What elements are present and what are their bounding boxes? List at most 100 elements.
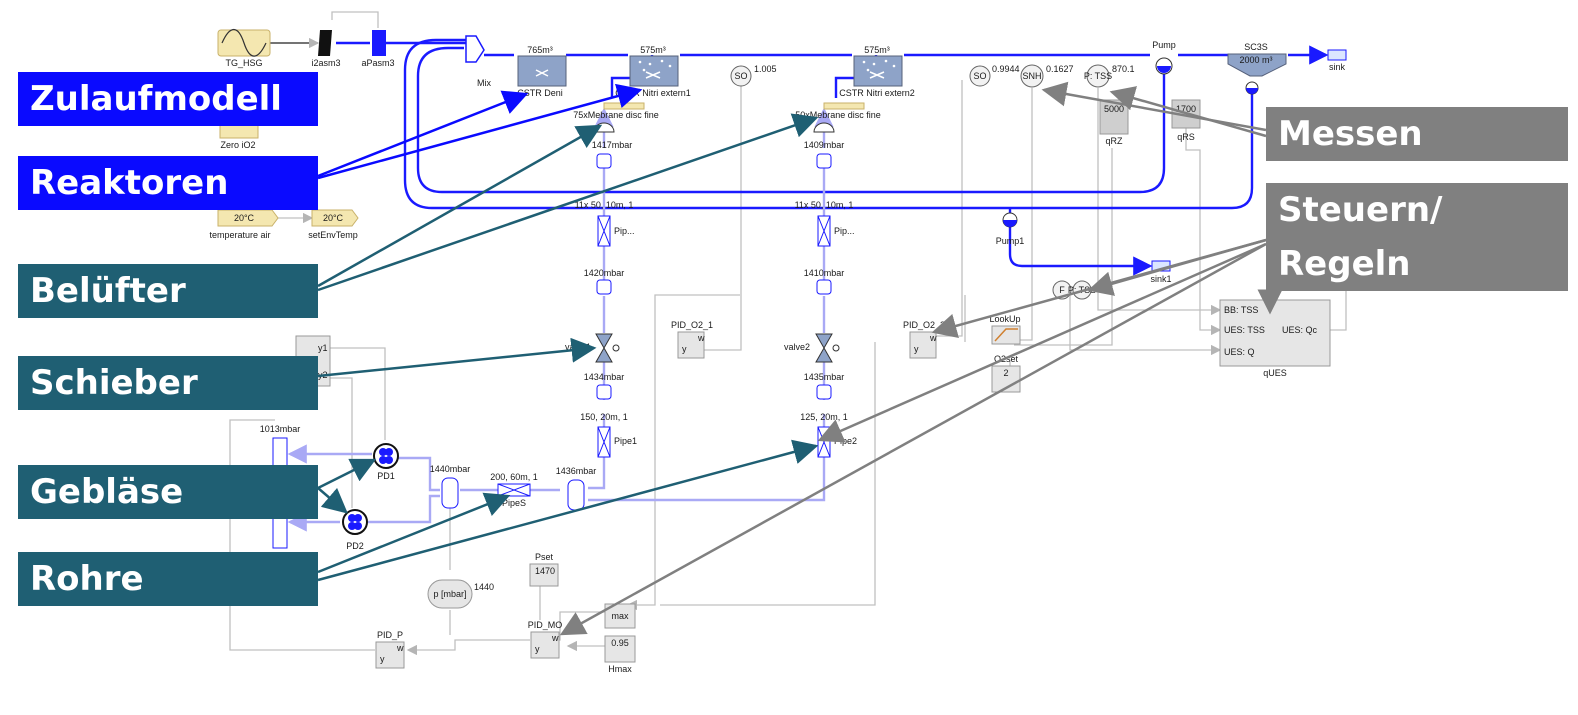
qrz-label: qRZ xyxy=(1105,136,1123,146)
pressure-1440: 1440mbar xyxy=(430,464,471,474)
pipe1-label: Pipe1 xyxy=(614,436,637,446)
pressure-1409: 1409mbar xyxy=(804,140,845,150)
pressure-1417: 1417mbar xyxy=(592,140,633,150)
pressure-sensor-label: p [mbar] xyxy=(433,589,466,599)
pid-o2-1-controller[interactable]: PID_O2_1 w y xyxy=(671,320,713,359)
so-sensor-1-value: 1.005 xyxy=(754,64,777,74)
valve2[interactable] xyxy=(815,333,840,363)
collector-1436[interactable]: 1436mbar xyxy=(556,466,597,511)
so-sensor-2-label: SO xyxy=(973,71,986,81)
tss-sensor[interactable]: P: TSS 870.1 xyxy=(1084,64,1135,88)
pump1-label: Pump1 xyxy=(996,236,1025,246)
pump-block[interactable]: Pump xyxy=(1152,40,1176,75)
set-env-temp-value: 20°C xyxy=(323,213,344,223)
pressure-sensor[interactable]: p [mbar] 1440 xyxy=(427,579,494,609)
ques-label: qUES xyxy=(1263,368,1287,378)
pd1-label: PD1 xyxy=(377,471,395,481)
pid-o2-2-label: PID_O2_2 xyxy=(903,320,945,330)
tss-sensor-label: P: TSS xyxy=(1084,71,1112,81)
lookup-label: LookUp xyxy=(989,314,1020,324)
flow-sensor-label: F xyxy=(1059,285,1065,295)
temperature-air-label: temperature air xyxy=(209,230,270,240)
temperature-air-block[interactable]: 20°C temperature air xyxy=(209,209,279,240)
membrane-diffuser-2[interactable]: 50xMebrane disc fine xyxy=(795,102,881,133)
qrs-label: qRS xyxy=(1177,132,1195,142)
ques-block[interactable]: BB: TSS UES: TSS UES: Qc UES: Q qUES xyxy=(1219,299,1331,378)
pressure-1434: 1434mbar xyxy=(584,372,625,382)
aeration-line-1: 1417mbar 11x 50, 10m, 1 Pip... 1420mbar … xyxy=(565,140,637,458)
so-sensor-2[interactable]: SO 0.9944 xyxy=(969,64,1020,87)
pd2-blower[interactable]: PD2 xyxy=(342,509,368,551)
qrz-value: 5000 xyxy=(1104,104,1124,114)
pipe-a-label: Pip... xyxy=(614,226,635,236)
membrane-1-label: 75xMebrane disc fine xyxy=(573,110,659,120)
pid-mo-y: y xyxy=(535,644,540,654)
lookup-block[interactable]: LookUp xyxy=(989,314,1021,345)
tg-hsg-block[interactable]: TG_HSG xyxy=(217,28,271,69)
pipe2-block[interactable] xyxy=(817,426,831,458)
hmax-value: 0.95 xyxy=(611,638,629,648)
so-sensor-1-label: SO xyxy=(734,71,747,81)
cstr-nitri-1-volume: 575m³ xyxy=(640,45,666,55)
tss-sensor-value: 870.1 xyxy=(1112,64,1135,74)
pipe-b-block[interactable] xyxy=(817,215,831,247)
i2asm3-block[interactable]: i2asm3 xyxy=(311,30,341,68)
qrs-block[interactable]: 1700 qRS xyxy=(1171,99,1201,142)
valve1[interactable] xyxy=(595,333,620,363)
pipe-b-spec: 11x 50, 10m, 1 xyxy=(795,200,854,210)
pipe-b-label: Pip... xyxy=(834,226,855,236)
pid-p-controller[interactable]: PID_P w y xyxy=(375,630,405,669)
cstr-deni-label: CSTR Deni xyxy=(517,88,563,98)
pset-label: Pset xyxy=(535,552,554,562)
so-sensor-1[interactable]: SO 1.005 xyxy=(730,64,777,87)
pid-o2-2-w: w xyxy=(929,333,937,343)
pressure-1013: 1013mbar xyxy=(260,424,301,434)
so-sensor-2-value: 0.9944 xyxy=(992,64,1020,74)
hmax-block[interactable]: 0.95 Hmax xyxy=(604,635,636,674)
y1-label: y1 xyxy=(318,343,328,353)
o2set-block[interactable]: O2set 2 xyxy=(991,354,1021,393)
mix-label: Mix xyxy=(477,78,491,88)
callout-arrows xyxy=(317,81,1283,636)
ques-ues-qc: UES: Qc xyxy=(1282,325,1318,335)
zero-io2-label: Zero iO2 xyxy=(220,140,255,150)
pid-o2-2-controller[interactable]: PID_O2_2 w y xyxy=(903,320,945,359)
cstr-nitri-2-volume: 575m³ xyxy=(864,45,890,55)
collector-1440[interactable]: 1440mbar xyxy=(430,464,471,509)
pipe-a-block[interactable] xyxy=(597,215,611,247)
apasm3-label: aPasm3 xyxy=(361,58,394,68)
max-block[interactable]: max xyxy=(604,603,636,629)
pid-mo-controller[interactable]: PID_MO w y xyxy=(528,620,563,659)
pressure-1420: 1420mbar xyxy=(584,268,625,278)
sc3s-label: SC3S xyxy=(1244,42,1268,52)
pressure-1436: 1436mbar xyxy=(556,466,597,476)
mix-block[interactable]: Mix xyxy=(465,35,491,88)
water-lines xyxy=(270,37,1329,276)
set-env-temp-block[interactable]: 20°C setEnvTemp xyxy=(308,209,359,240)
membrane-diffuser-1[interactable]: 75xMebrane disc fine xyxy=(573,102,659,133)
sc3s-clarifier[interactable]: SC3S 2000 m³ xyxy=(1227,42,1287,95)
pipe2-spec: 125, 20m, 1 xyxy=(800,412,848,422)
pid-o2-2-y: y xyxy=(914,344,919,354)
pump1-block[interactable]: Pump1 xyxy=(996,212,1025,246)
snh-sensor[interactable]: SNH 0.1627 xyxy=(1020,64,1074,88)
apasm3-block[interactable]: aPasm3 xyxy=(361,30,395,68)
cstr-nitri-2-reactor[interactable]: 575m³ CSTR Nitri extern2 xyxy=(839,45,915,98)
callout-steuern-line1: Steuern/ xyxy=(1278,190,1443,230)
pipe1-block[interactable] xyxy=(597,426,611,458)
pset-block[interactable]: Pset 1470 xyxy=(529,552,559,587)
cstr-deni-reactor[interactable]: 765m³ CSTR Deni xyxy=(517,45,567,98)
pipes-label: PipeS xyxy=(502,498,526,508)
pipe2-label: Pipe2 xyxy=(834,436,857,446)
membrane-2-label: 50xMebrane disc fine xyxy=(795,110,881,120)
cstr-nitri-1-reactor[interactable]: 575m³ CSTR Nitri extern1 xyxy=(615,45,691,98)
hmax-label: Hmax xyxy=(608,664,632,674)
qrz-block[interactable]: 5000 qRZ xyxy=(1099,99,1129,146)
callout-messen: Messen xyxy=(1266,107,1568,161)
ques-ues-tss: UES: TSS xyxy=(1224,325,1265,335)
pressure-1435: 1435mbar xyxy=(804,372,845,382)
pd1-blower[interactable]: PD1 xyxy=(373,443,399,481)
callout-reaktoren: Reaktoren xyxy=(18,156,318,210)
temperature-air-value: 20°C xyxy=(234,213,255,223)
sink-block[interactable]: sink xyxy=(1327,49,1347,72)
